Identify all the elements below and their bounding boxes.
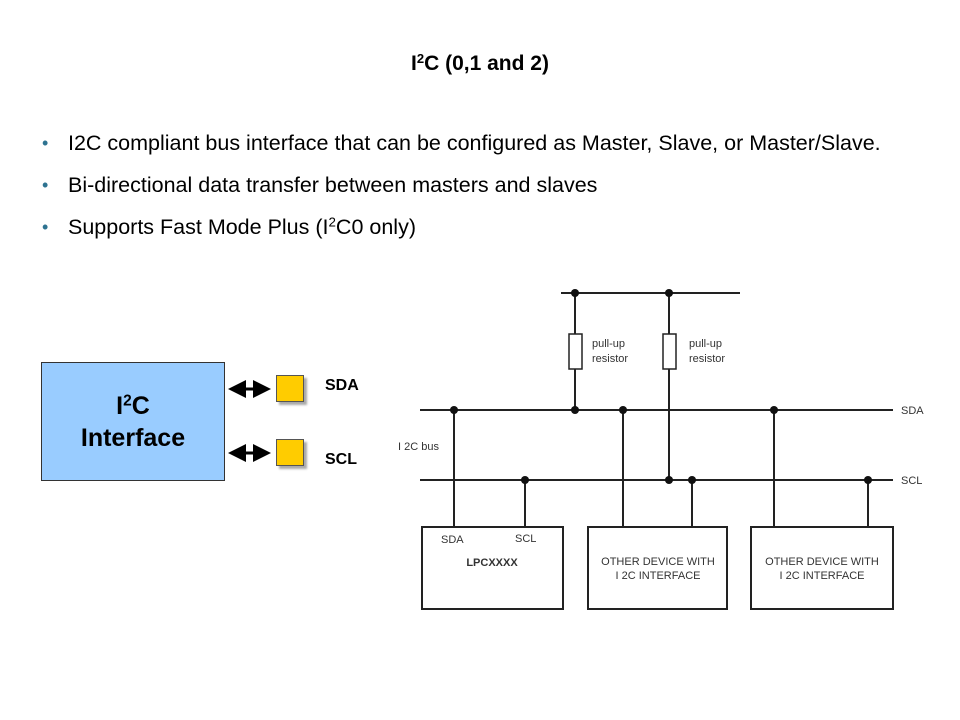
resistor-label: pull-up bbox=[592, 338, 625, 350]
device-label: OTHER DEVICE WITH bbox=[601, 556, 715, 568]
bullet-item: • I2C compliant bus interface that can be… bbox=[40, 128, 940, 158]
pull-up-resistor-icon bbox=[662, 333, 677, 370]
junction-dot bbox=[571, 289, 579, 297]
interface-line2: Interface bbox=[80, 423, 186, 452]
interface-line1: I2C bbox=[116, 390, 150, 422]
device-other-box bbox=[587, 526, 728, 610]
junction-dot bbox=[688, 476, 696, 484]
sda-pin-label: SDA bbox=[325, 377, 359, 394]
title-sup: 2 bbox=[416, 50, 425, 66]
title-part: C (0,1 and 2) bbox=[424, 52, 549, 75]
junction-dot bbox=[665, 476, 673, 484]
bullet-sup: 2 bbox=[328, 214, 336, 230]
junction-dot bbox=[770, 406, 778, 414]
device-pin-label: SCL bbox=[515, 533, 536, 545]
bullet-text: C0 only) bbox=[335, 215, 416, 239]
resistor-label: pull-up bbox=[689, 338, 722, 350]
bidirectional-arrows bbox=[228, 380, 271, 462]
title-part: I bbox=[411, 52, 417, 75]
sda-line-label: SDA bbox=[901, 405, 924, 417]
device-pin-label: SDA bbox=[441, 534, 464, 546]
junction-dot bbox=[571, 406, 579, 414]
bullet-item: • Bi-directional data transfer between ma… bbox=[40, 170, 940, 200]
scl-pin-pad bbox=[276, 439, 304, 466]
bullet-item: • Supports Fast Mode Plus (I2C0 only) bbox=[40, 212, 940, 242]
junction-dot bbox=[450, 406, 458, 414]
bullet-icon: • bbox=[42, 175, 49, 195]
bus-label: I 2C bus bbox=[398, 441, 439, 453]
device-label: OTHER DEVICE WITH bbox=[765, 556, 879, 568]
junction-dot bbox=[521, 476, 529, 484]
scl-line-label: SCL bbox=[901, 475, 922, 487]
bullet-list: • I2C compliant bus interface that can be… bbox=[40, 128, 940, 254]
device-lpc-box bbox=[421, 526, 564, 610]
slide-title: I2C (0,1 and 2) bbox=[0, 52, 960, 76]
device-label: I 2C INTERFACE bbox=[780, 570, 865, 582]
junction-dot bbox=[665, 289, 673, 297]
iface-sup: 2 bbox=[123, 391, 132, 409]
junction-dot bbox=[864, 476, 872, 484]
bullet-text: Bi-directional data transfer between mas… bbox=[68, 173, 598, 197]
junction-dot bbox=[619, 406, 627, 414]
i2c-interface-box: I2C Interface bbox=[41, 362, 225, 481]
bullet-icon: • bbox=[42, 133, 49, 153]
bullet-text: Supports Fast Mode Plus (I bbox=[68, 215, 329, 239]
iface-text: I bbox=[116, 391, 124, 420]
device-name: LPCXXXX bbox=[466, 557, 518, 569]
bullet-icon: • bbox=[42, 217, 49, 237]
iface-text: C bbox=[131, 391, 150, 420]
resistor-label: resistor bbox=[592, 353, 628, 365]
device-other-box bbox=[750, 526, 894, 610]
sda-pin-pad bbox=[276, 375, 304, 402]
scl-pin-label: SCL bbox=[325, 451, 357, 468]
device-label: I 2C INTERFACE bbox=[616, 570, 701, 582]
pull-up-resistor-icon bbox=[568, 333, 583, 370]
bullet-text: I2C compliant bus interface that can be … bbox=[68, 131, 881, 155]
resistor-label: resistor bbox=[689, 353, 725, 365]
